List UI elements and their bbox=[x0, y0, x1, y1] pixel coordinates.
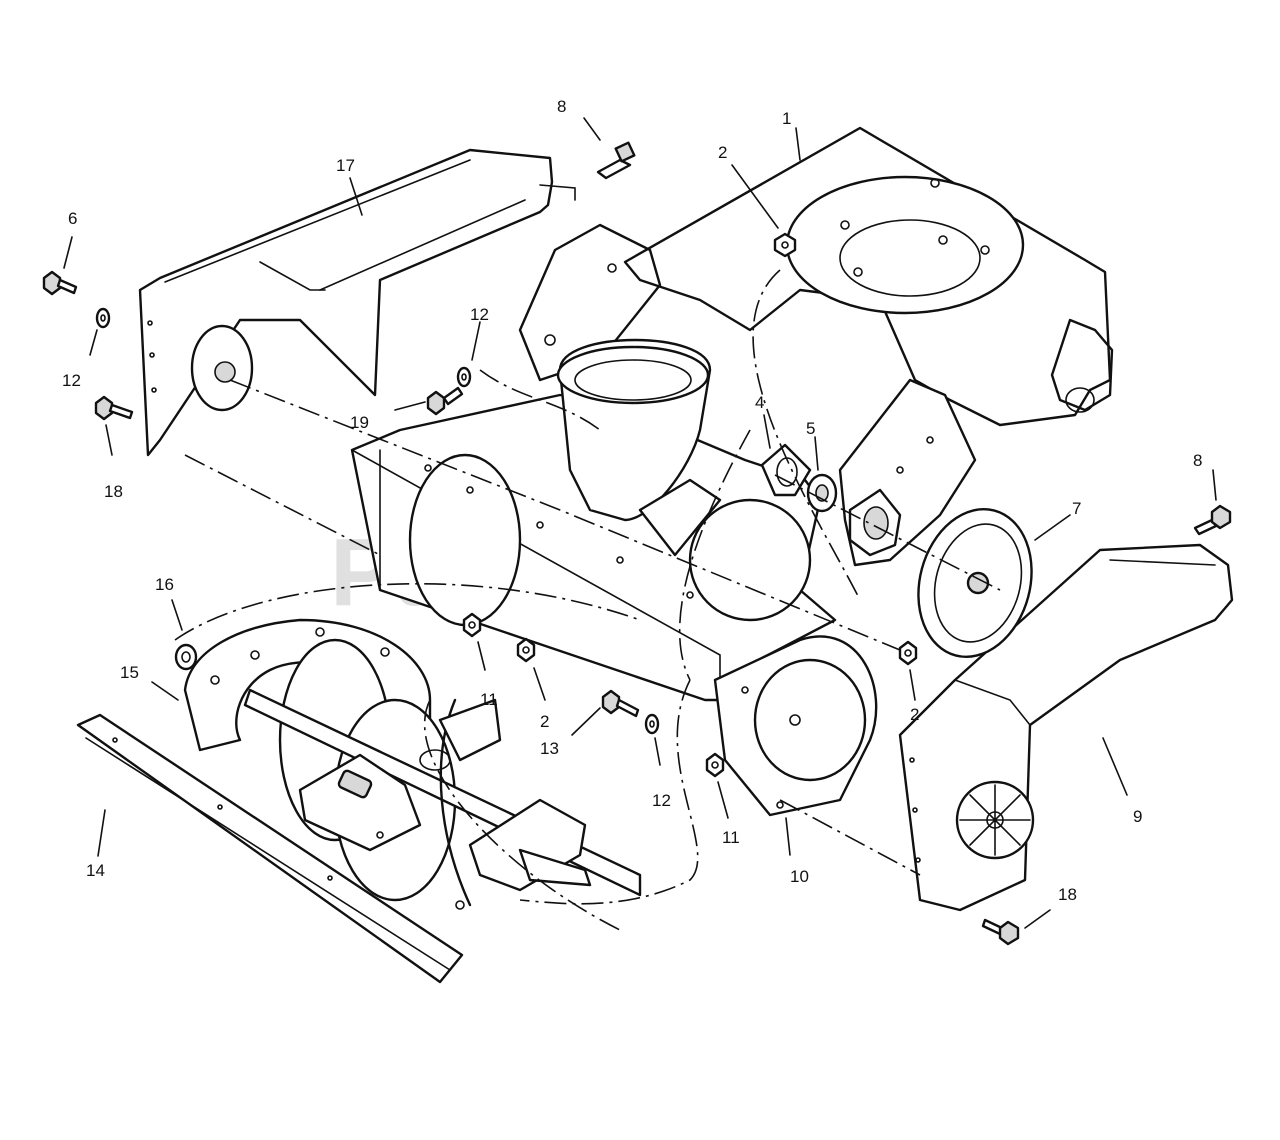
bolt-8-top bbox=[596, 141, 636, 180]
bolt-18-left bbox=[94, 395, 134, 421]
callout-4: 4 bbox=[755, 393, 764, 412]
callout-12-lower: 12 bbox=[652, 791, 671, 810]
bolt-18-right bbox=[981, 918, 1020, 946]
callout-8-top: 8 bbox=[557, 97, 566, 116]
assembly-lines bbox=[174, 269, 1001, 931]
part-5-bearing bbox=[806, 473, 838, 513]
callout-1: 1 bbox=[782, 109, 791, 128]
callout-18-left: 18 bbox=[104, 482, 123, 501]
part-14-shave-plate bbox=[76, 713, 464, 984]
callouts: 1 2 2 2 4 5 6 7 8 8 9 10 11 11 12 12 12 … bbox=[62, 97, 1202, 904]
bolt-19 bbox=[426, 386, 464, 416]
bolt-8-right bbox=[1193, 504, 1232, 536]
callout-10: 10 bbox=[790, 867, 809, 886]
callout-5: 5 bbox=[806, 419, 815, 438]
nut-11-lower bbox=[705, 752, 725, 778]
part-10-auger-housing bbox=[350, 338, 878, 817]
nut-11-left bbox=[462, 612, 482, 638]
callout-15: 15 bbox=[120, 663, 139, 682]
part-17-left-side-panel bbox=[138, 148, 576, 457]
callout-14: 14 bbox=[86, 861, 105, 880]
callout-11-left: 11 bbox=[480, 690, 498, 709]
callout-13: 13 bbox=[540, 739, 559, 758]
nut-2-top bbox=[773, 232, 797, 258]
callout-12-left: 12 bbox=[62, 371, 81, 390]
callout-2-lower-left: 2 bbox=[540, 712, 549, 731]
bolt-13 bbox=[601, 689, 640, 718]
washer-12-left bbox=[95, 307, 111, 329]
bolt-6 bbox=[42, 270, 78, 296]
callout-9: 9 bbox=[1133, 807, 1142, 826]
washer-12-lower bbox=[644, 713, 660, 735]
washer-12-mid bbox=[456, 366, 472, 388]
flange-bearing-right bbox=[848, 488, 902, 557]
callout-2-top: 2 bbox=[718, 143, 727, 162]
callout-12-mid: 12 bbox=[470, 305, 489, 324]
hardware bbox=[42, 141, 1232, 946]
callout-16: 16 bbox=[155, 575, 174, 594]
nut-2-right bbox=[898, 640, 918, 666]
callout-17: 17 bbox=[336, 156, 355, 175]
part-7-pulley bbox=[917, 507, 1033, 659]
callout-18-right: 18 bbox=[1058, 885, 1077, 904]
callout-2-right: 2 bbox=[910, 705, 919, 724]
part-9-right-side-panel bbox=[898, 543, 1234, 912]
callout-7: 7 bbox=[1072, 499, 1081, 518]
nut-2-lower-left bbox=[516, 637, 536, 663]
callout-19: 19 bbox=[350, 413, 369, 432]
callout-8-right: 8 bbox=[1193, 451, 1202, 470]
part-15-auger-assembly bbox=[183, 618, 642, 910]
washer-16 bbox=[174, 643, 198, 671]
callout-6: 6 bbox=[68, 209, 77, 228]
leader-lines bbox=[63, 117, 1217, 929]
callout-11-lower: 11 bbox=[722, 828, 740, 847]
